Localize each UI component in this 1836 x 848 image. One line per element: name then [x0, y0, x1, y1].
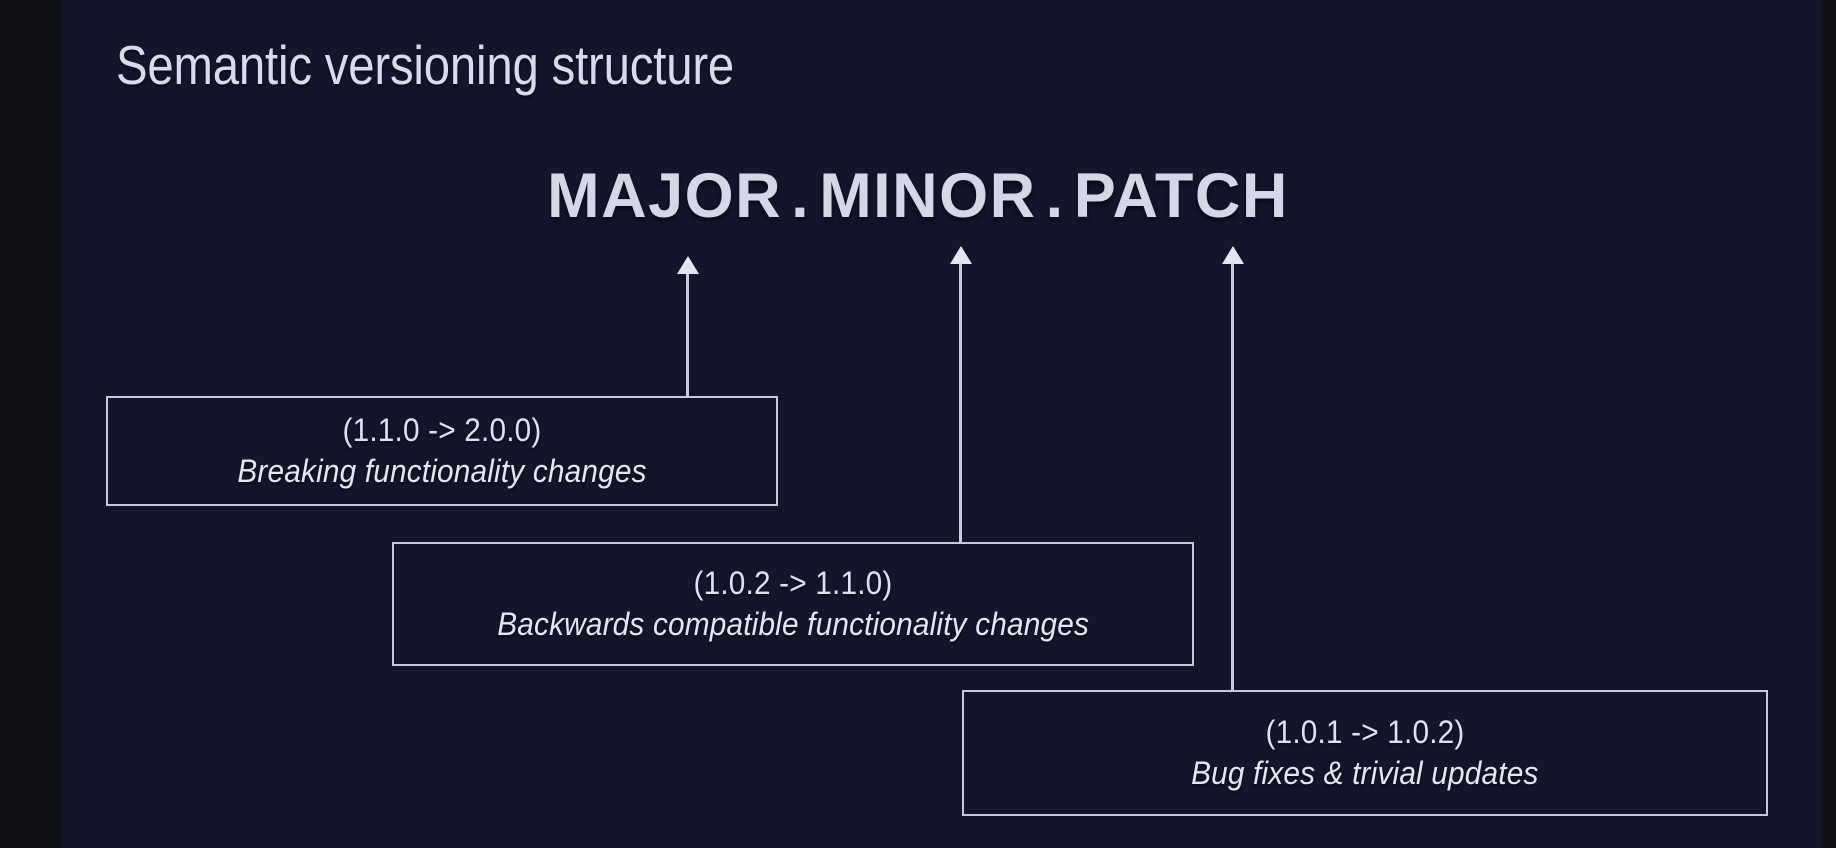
version-segment-major: MAJOR [547, 161, 783, 231]
callout-version-range: (1.1.0 -> 2.0.0) [342, 412, 542, 448]
version-segment-patch: PATCH [1073, 161, 1289, 231]
patch-connector-arrow-icon [1231, 262, 1234, 690]
callout-version-range: (1.0.2 -> 1.1.0) [693, 565, 893, 601]
callout-description: Breaking functionality changes [237, 453, 647, 489]
callout-box-major: (1.1.0 -> 2.0.0) Breaking functionality … [106, 396, 778, 506]
callout-description: Backwards compatible functionality chang… [497, 606, 1089, 642]
slide-left-margin [0, 0, 62, 848]
callout-description: Bug fixes & trivial updates [1191, 755, 1539, 791]
version-separator-1: . [791, 161, 811, 231]
slide-right-margin [1822, 0, 1836, 848]
version-segment-minor: MINOR [819, 161, 1037, 231]
major-connector-arrow-icon [686, 272, 689, 396]
callout-box-patch: (1.0.1 -> 1.0.2) Bug fixes & trivial upd… [962, 690, 1768, 816]
minor-connector-arrow-icon [959, 262, 962, 542]
version-heading: MAJOR.MINOR.PATCH [0, 160, 1836, 232]
callout-version-range: (1.0.1 -> 1.0.2) [1265, 714, 1465, 750]
slide-stage [62, 0, 1822, 848]
version-separator-2: . [1045, 161, 1065, 231]
page-title: Semantic versioning structure [116, 34, 735, 96]
callout-box-minor: (1.0.2 -> 1.1.0) Backwards compatible fu… [392, 542, 1194, 666]
